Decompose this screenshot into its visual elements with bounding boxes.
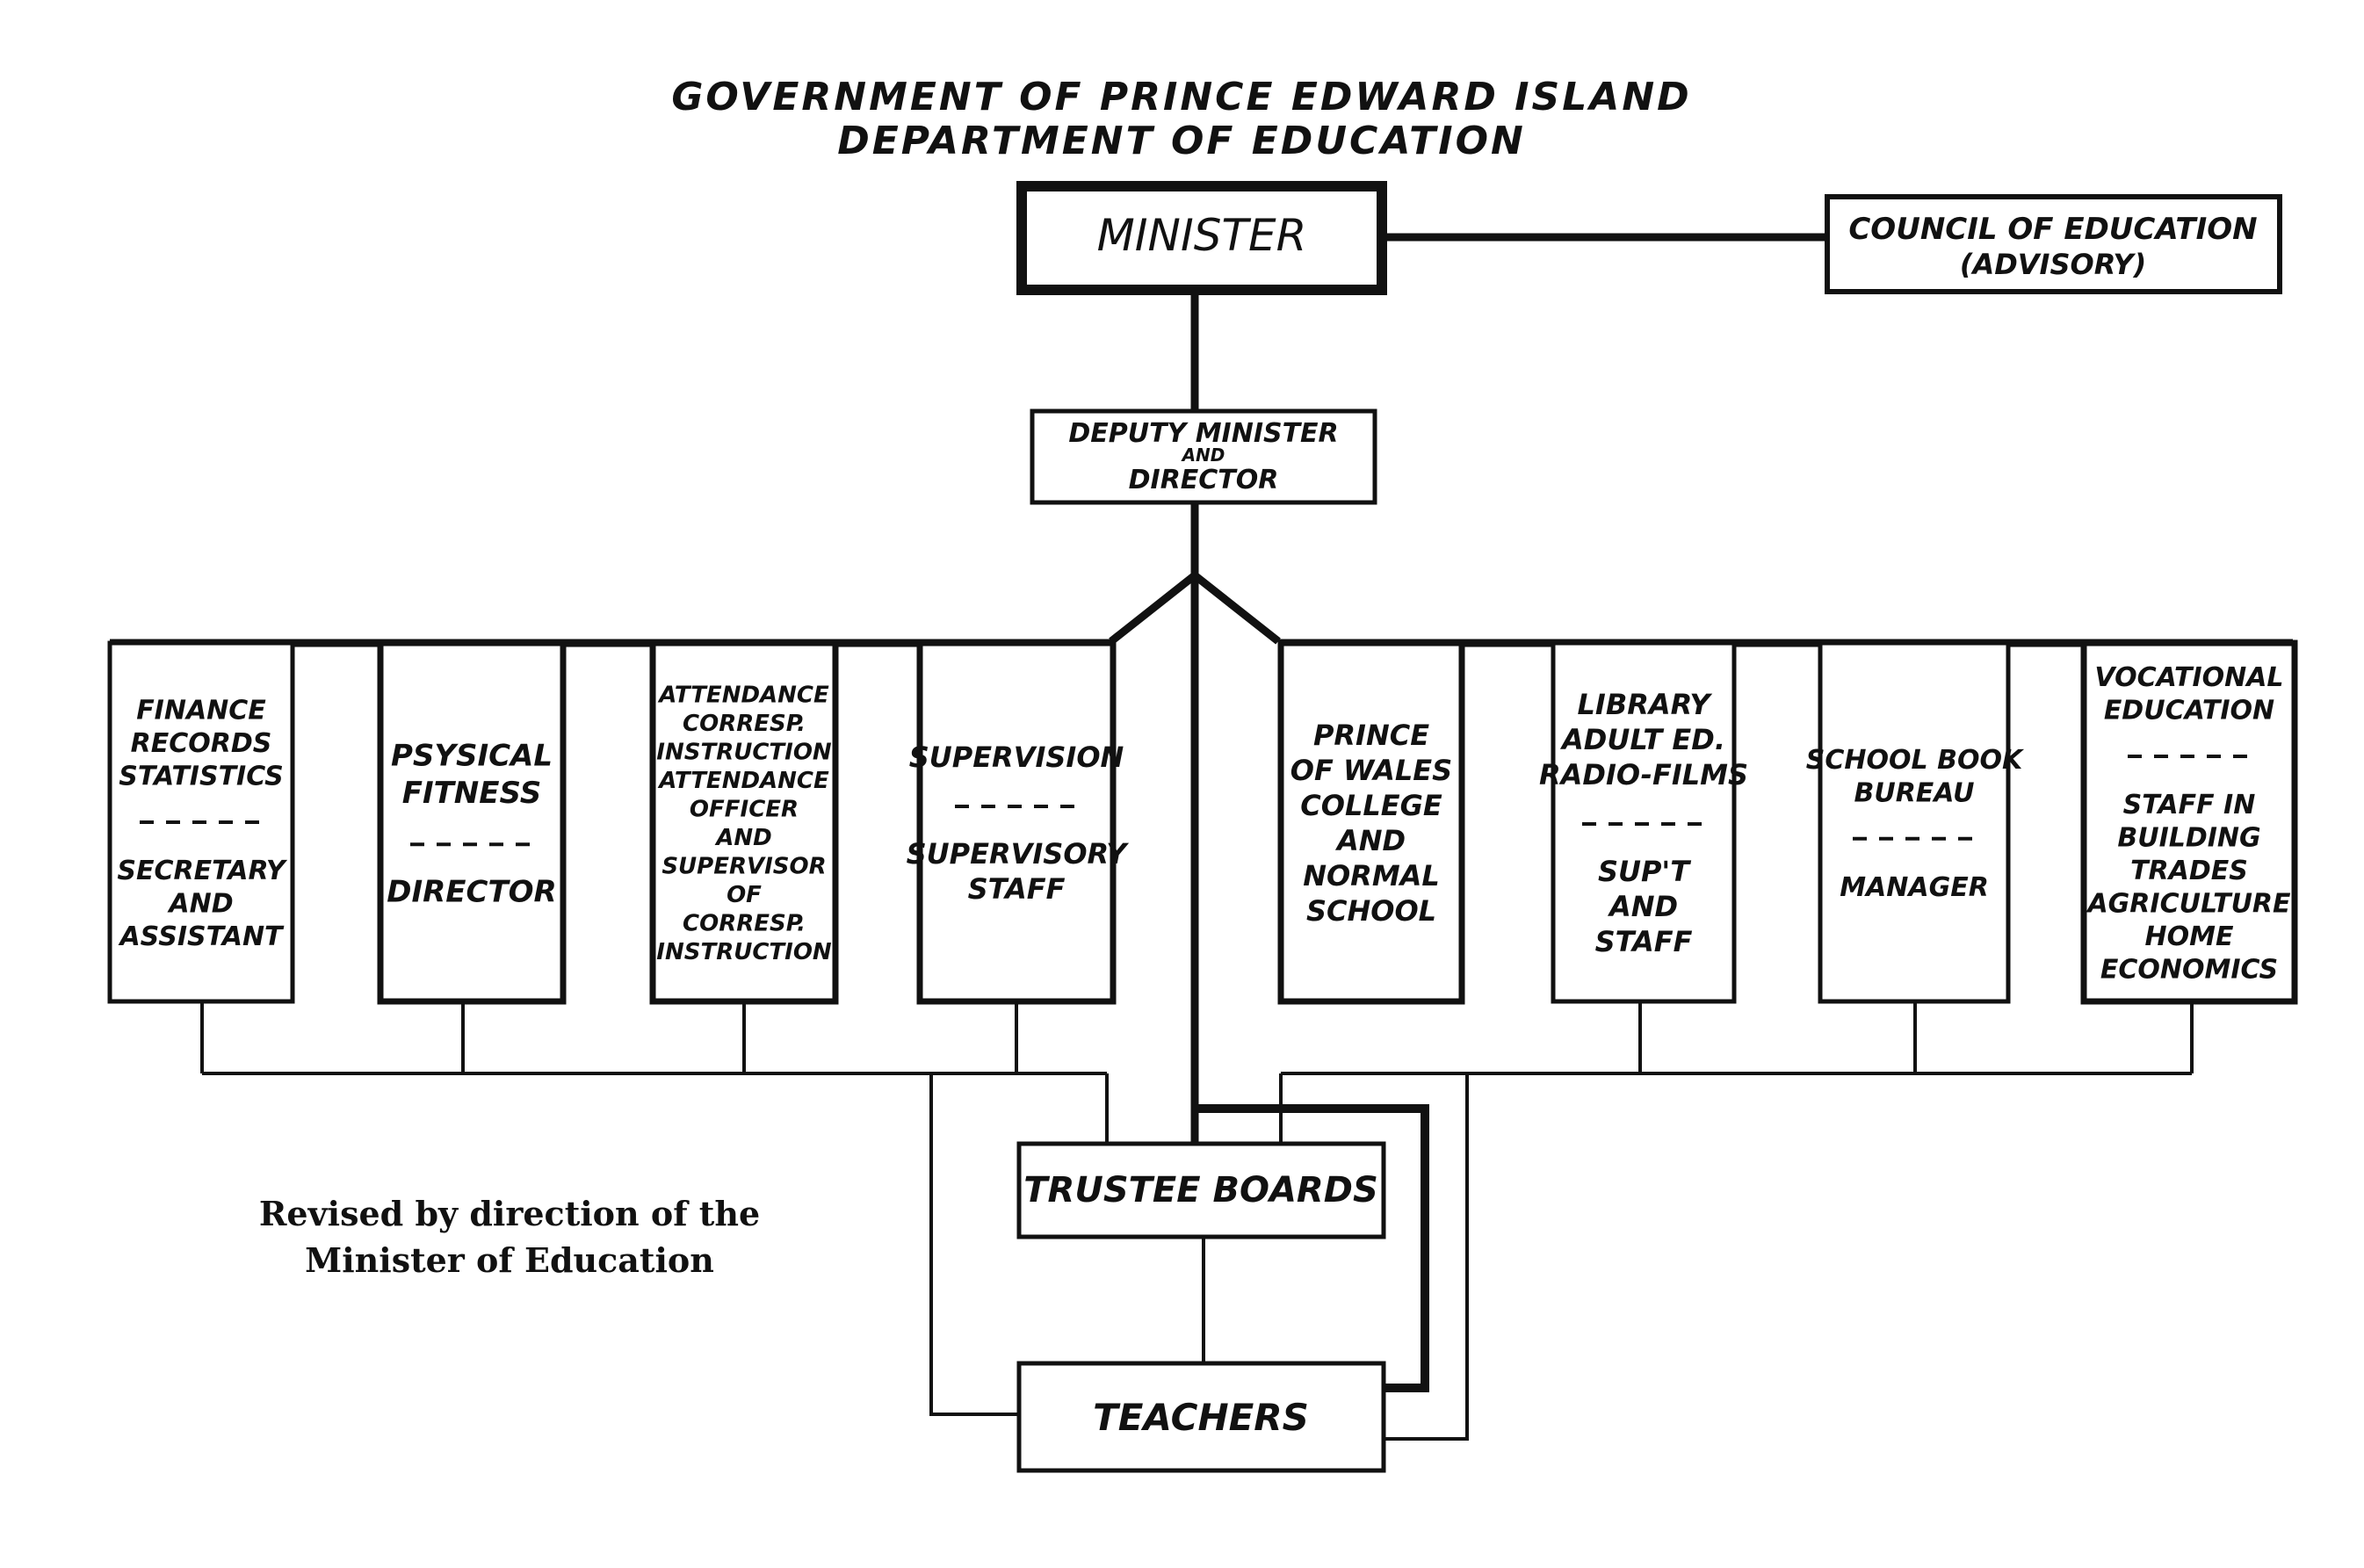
council-label-line2: (ADVISORY) bbox=[1960, 248, 2146, 281]
division-3-top-line-6: AND bbox=[714, 825, 771, 851]
division-3-top-line-8: OF bbox=[727, 882, 762, 908]
division-6-top-line-3: RADIO-FILMS bbox=[1539, 758, 1748, 791]
minister-box: MINISTER bbox=[1016, 181, 1387, 295]
deputy-label-line2: AND bbox=[1181, 444, 1225, 466]
revision-note-line2: Minister of Education bbox=[305, 1240, 714, 1280]
chart-title-line1: GOVERNMENT OF PRINCE EDWARD ISLAND bbox=[671, 75, 1691, 119]
division-7-bottom-line-1: MANAGER bbox=[1840, 872, 1989, 903]
trustee-box: TRUSTEE BOARDS bbox=[1016, 1141, 1386, 1239]
division-box-8 bbox=[2080, 639, 2298, 1005]
division-5-top-line-4: AND bbox=[1334, 824, 1406, 857]
division-1-top-line-3: STATISTICS bbox=[119, 762, 284, 792]
council-box: COUNCIL OF EDUCATION (ADVISORY) bbox=[1825, 194, 2282, 294]
division-5-top-line-2: OF WALES bbox=[1290, 754, 1452, 787]
division-1-bottom-line-2: AND bbox=[167, 889, 233, 920]
trustee-label: TRUSTEE BOARDS bbox=[1023, 1170, 1378, 1210]
division-1-top-line-2: RECORDS bbox=[131, 728, 272, 759]
division-5-top-line-3: COLLEGE bbox=[1300, 789, 1442, 822]
division-1-bottom-line-3: ASSISTANT bbox=[118, 921, 285, 952]
division-3-top-line-4: ATTENDANCE bbox=[657, 768, 829, 794]
division-3-top-line-5: OFFICER bbox=[690, 797, 799, 823]
division-3-top-line-9: CORRESP. bbox=[683, 911, 806, 937]
division-6-top-line-2: ADULT ED. bbox=[1559, 723, 1725, 756]
division-boxes: FINANCERECORDSSTATISTICSSECRETARYANDASSI… bbox=[107, 639, 2298, 1005]
division-box-3 bbox=[649, 639, 839, 1005]
division-2-bottom-line-1: DIRECTOR bbox=[387, 874, 557, 909]
council-label-line1: COUNCIL OF EDUCATION bbox=[1848, 212, 2257, 247]
deputy-label-line1: DEPUTY MINISTER bbox=[1068, 418, 1338, 449]
division-3-top-line-1: ATTENDANCE bbox=[657, 683, 829, 709]
division-7-top-line-1: SCHOOL BOOK bbox=[1806, 745, 2025, 776]
teachers-label: TEACHERS bbox=[1093, 1396, 1309, 1439]
division-2-top-line-2: FITNESS bbox=[402, 776, 542, 811]
division-4-bottom-line-2: STAFF bbox=[968, 872, 1066, 906]
division-8-bottom-line-6: ECONOMICS bbox=[2100, 955, 2278, 986]
deputy-label-line3: DIRECTOR bbox=[1129, 465, 1279, 495]
division-5-top-line-6: SCHOOL bbox=[1306, 894, 1436, 928]
division-1-bottom-line-1: SECRETARY bbox=[117, 856, 287, 886]
division-1-top-line-1: FINANCE bbox=[136, 696, 266, 726]
division-box-2 bbox=[377, 639, 567, 1005]
division-4-bottom-line-1: SUPERVISORY bbox=[907, 837, 1130, 871]
division-6-bottom-line-2: AND bbox=[1607, 890, 1678, 923]
deputy-box: DEPUTY MINISTER AND DIRECTOR bbox=[1030, 408, 1377, 505]
division-6-bottom-line-3: STAFF bbox=[1595, 925, 1693, 958]
division-7-top-line-2: BUREAU bbox=[1854, 777, 1974, 808]
division-box-4 bbox=[916, 639, 1117, 1005]
division-6-top-line-1: LIBRARY bbox=[1578, 688, 1713, 721]
division-3-top-line-3: INSTRUCTION bbox=[656, 740, 832, 766]
division-8-bottom-line-4: AGRICULTURE bbox=[2086, 889, 2291, 920]
division-5-top-line-5: NORMAL bbox=[1303, 859, 1440, 892]
division-8-bottom-line-5: HOME bbox=[2145, 921, 2234, 952]
division-8-top-line-2: EDUCATION bbox=[2104, 696, 2274, 726]
division-5-top-line-1: PRINCE bbox=[1313, 719, 1429, 752]
division-8-bottom-line-1: STAFF IN bbox=[2123, 790, 2256, 820]
division-3-top-line-7: SUPERVISOR bbox=[661, 854, 826, 880]
division-box-5 bbox=[1277, 639, 1465, 1005]
division-6-bottom-line-1: SUP'T bbox=[1598, 855, 1691, 888]
division-8-bottom-line-3: TRADES bbox=[2130, 856, 2248, 886]
division-3-top-line-2: CORRESP. bbox=[683, 711, 806, 737]
division-2-top-line-1: PSYSICAL bbox=[391, 738, 553, 773]
teachers-box: TEACHERS bbox=[1016, 1361, 1386, 1473]
division-box-7 bbox=[1818, 640, 2011, 1004]
division-4-top-line-1: SUPERVISION bbox=[909, 741, 1124, 774]
minister-label: MINISTER bbox=[1097, 210, 1307, 261]
division-8-bottom-line-2: BUILDING bbox=[2117, 823, 2260, 854]
division-3-top-line-10: INSTRUCTION bbox=[656, 939, 832, 965]
revision-note-line1: Revised by direction of the bbox=[259, 1194, 760, 1233]
division-8-top-line-1: VOCATIONAL bbox=[2094, 662, 2283, 693]
chart-title-line2: DEPARTMENT OF EDUCATION bbox=[837, 119, 1526, 163]
